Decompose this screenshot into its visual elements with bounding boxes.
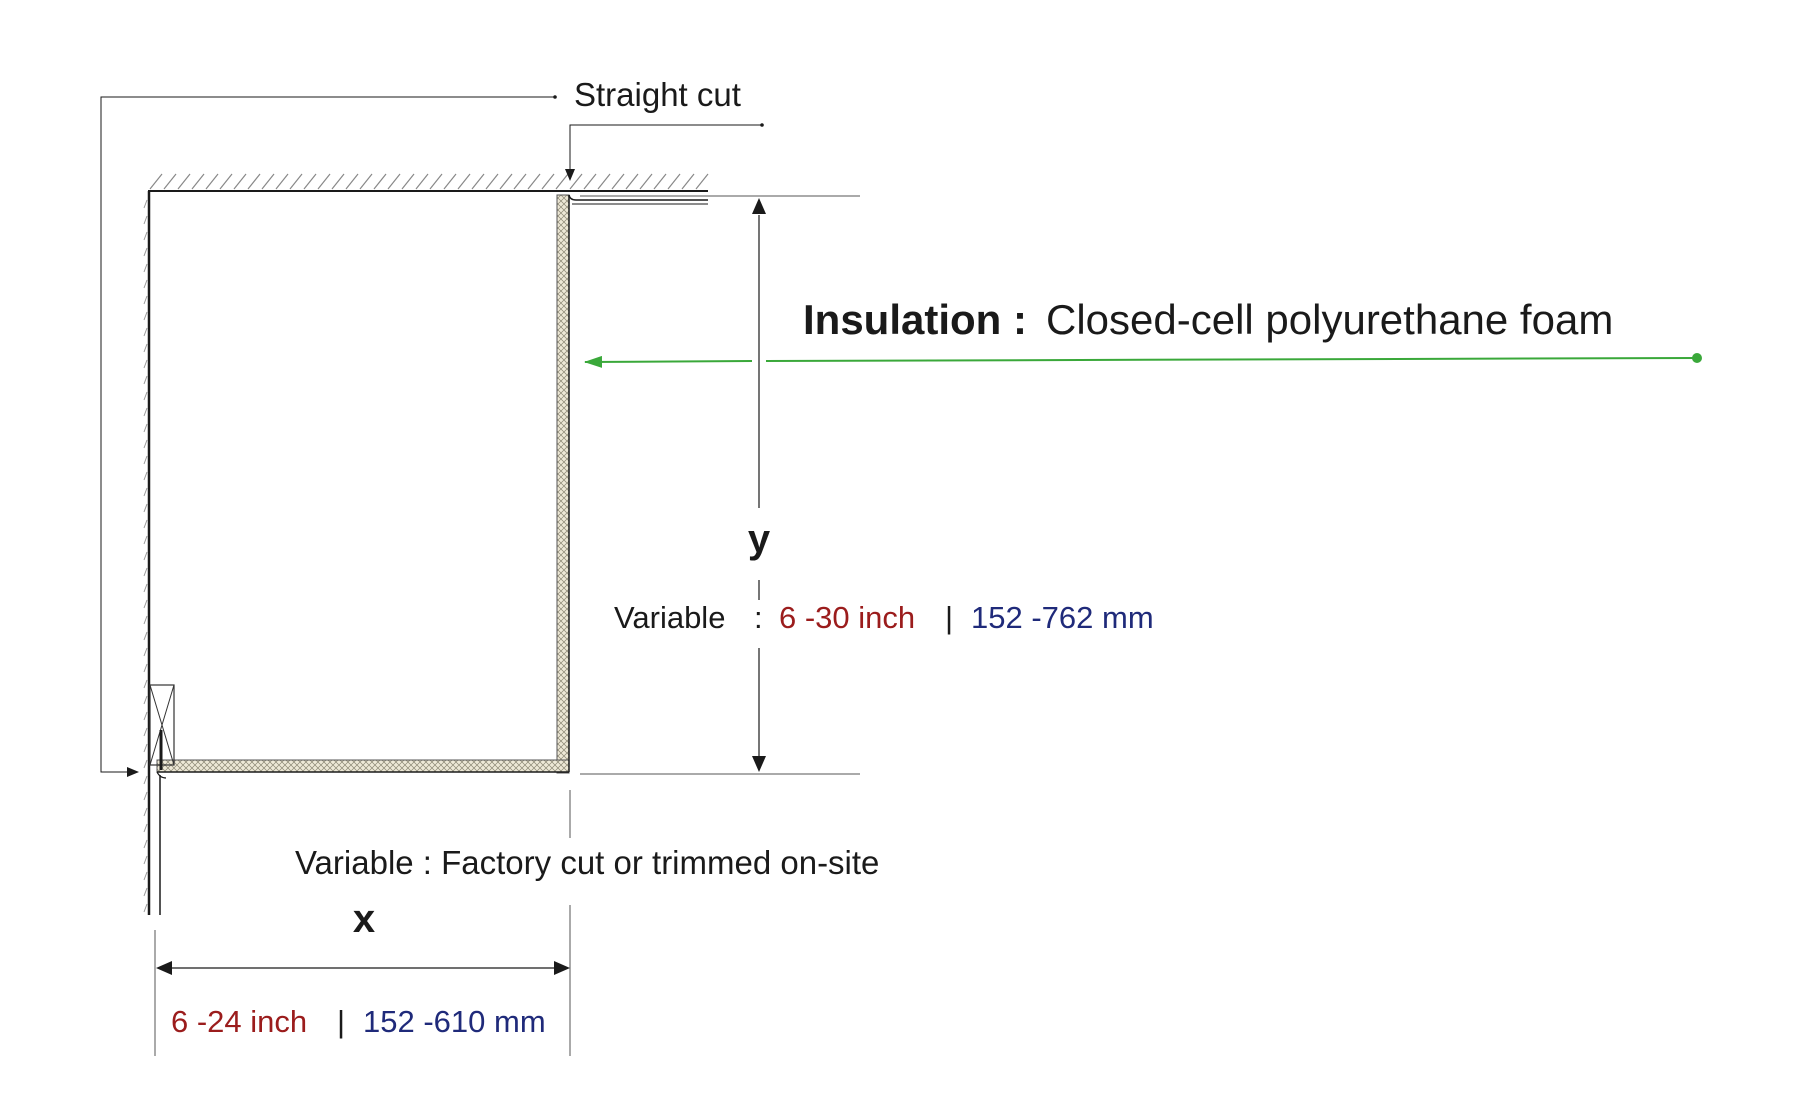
insulation-panel [156, 194, 708, 774]
x-range-mm: 152 -610 mm [363, 1004, 546, 1039]
x-dimension [154, 790, 571, 1056]
x-range-inch: 6 -24 inch [171, 1004, 307, 1039]
x-letter: x [353, 897, 375, 941]
y-range-mm: 152 -762 mm [971, 600, 1154, 635]
y-colon: : [754, 600, 763, 635]
left-wall [143, 191, 161, 915]
y-range-inch: 6 -30 inch [779, 600, 915, 635]
straight-cut-label: Straight cut [574, 76, 741, 113]
insulation-leader [584, 353, 1702, 368]
top-wall [148, 173, 709, 192]
y-letter: y [748, 517, 771, 561]
y-dimension [580, 195, 860, 775]
x-variable-label: Variable : Factory cut or trimmed on-sit… [295, 844, 879, 881]
insulation-title: Insulation : [803, 296, 1027, 343]
y-separator: | [945, 600, 953, 635]
x-separator: | [337, 1004, 345, 1039]
straight-cut-leader [100, 95, 764, 777]
insulation-description: Closed-cell polyurethane foam [1046, 296, 1613, 343]
y-variable-label: Variable [614, 600, 725, 635]
corner-bracket [149, 684, 175, 779]
